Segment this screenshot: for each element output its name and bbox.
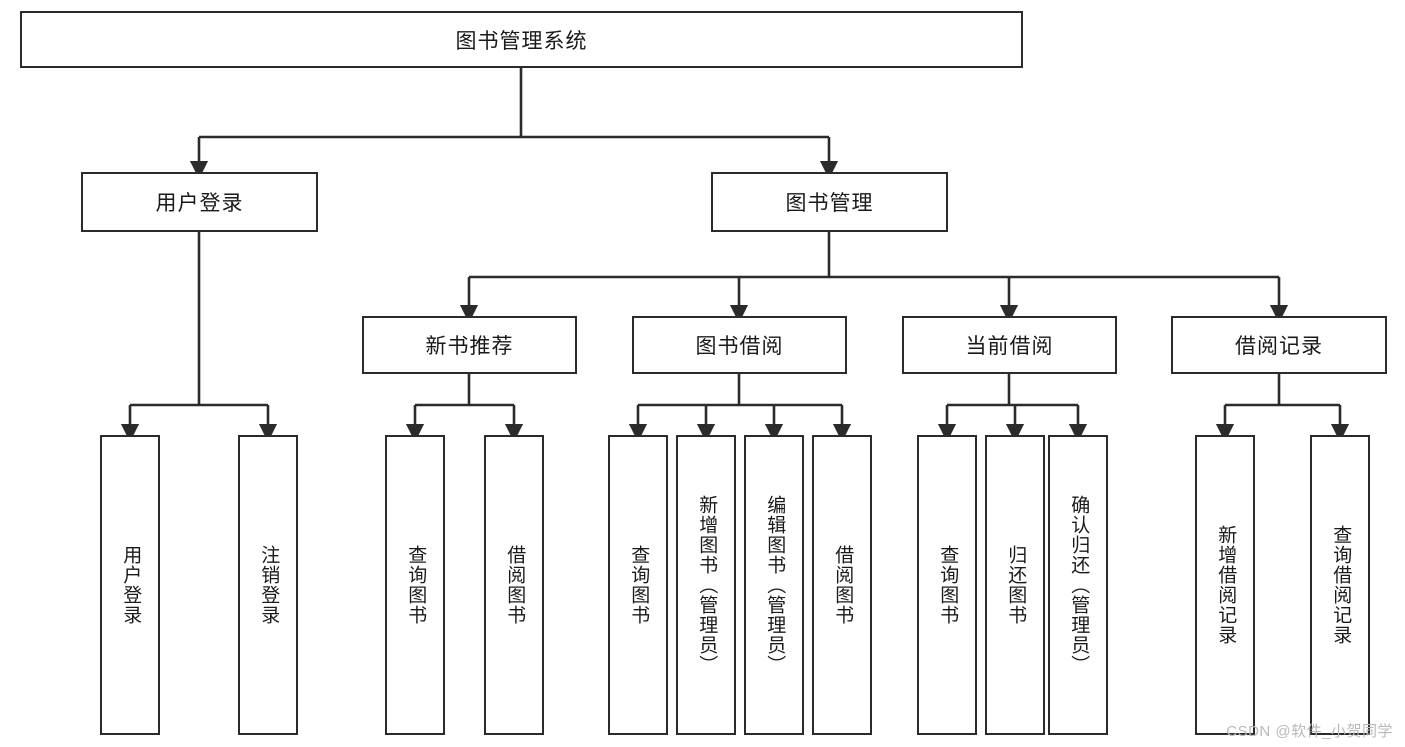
node-current-borrow[interactable]: 当前借阅 [902, 316, 1117, 374]
tree-edges [120, 68, 1350, 443]
node-user-login[interactable]: 用户登录 [81, 172, 318, 232]
node-leaf-confirm-return[interactable]: 确认归还（管理员） [1048, 435, 1108, 735]
node-leaf-query-record[interactable]: 查询借阅记录 [1310, 435, 1370, 735]
node-label: 借阅图书 [832, 545, 854, 625]
node-root[interactable]: 图书管理系统 [20, 11, 1023, 68]
node-label: 查询借阅记录 [1330, 525, 1352, 645]
node-leaf-edit-book[interactable]: 编辑图书（管理员） [744, 435, 804, 735]
watermark: CSDN @软件_小贺同学 [1226, 723, 1393, 740]
node-leaf-user-login[interactable]: 用户登录 [100, 435, 160, 735]
node-label: 查询图书 [405, 545, 427, 625]
node-label: 用户登录 [155, 192, 244, 215]
node-label: 新书推荐 [425, 335, 514, 358]
node-label: 图书管理系统 [455, 29, 588, 53]
node-leaf-query-book-3[interactable]: 查询图书 [917, 435, 977, 735]
node-new-book-recommend[interactable]: 新书推荐 [362, 316, 577, 374]
node-book-borrow[interactable]: 图书借阅 [632, 316, 847, 374]
node-label: 当前借阅 [965, 335, 1054, 358]
node-label: 新增借阅记录 [1215, 525, 1237, 645]
node-leaf-query-book-2[interactable]: 查询图书 [608, 435, 668, 735]
node-label: 查询图书 [628, 545, 650, 625]
node-label: 归还图书 [1005, 545, 1027, 625]
node-label: 借阅记录 [1235, 335, 1323, 358]
node-leaf-logout[interactable]: 注销登录 [238, 435, 298, 735]
node-leaf-add-book[interactable]: 新增图书（管理员） [676, 435, 736, 735]
node-label: 用户登录 [120, 545, 142, 625]
node-label: 注销登录 [258, 545, 280, 625]
node-label: 编辑图书（管理员） [764, 495, 786, 675]
node-label: 借阅图书 [504, 545, 526, 625]
node-label: 确认归还（管理员） [1068, 495, 1090, 675]
node-label: 图书借阅 [695, 335, 784, 358]
node-label: 图书管理 [785, 192, 874, 215]
node-leaf-query-book-1[interactable]: 查询图书 [385, 435, 445, 735]
node-book-manage[interactable]: 图书管理 [711, 172, 948, 232]
node-label: 新增图书（管理员） [696, 495, 718, 675]
node-leaf-add-record[interactable]: 新增借阅记录 [1195, 435, 1255, 735]
node-leaf-return-book[interactable]: 归还图书 [985, 435, 1045, 735]
node-borrow-record[interactable]: 借阅记录 [1171, 316, 1387, 374]
node-leaf-borrow-book-2[interactable]: 借阅图书 [812, 435, 872, 735]
node-leaf-borrow-book-1[interactable]: 借阅图书 [484, 435, 544, 735]
node-label: 查询图书 [937, 545, 959, 625]
